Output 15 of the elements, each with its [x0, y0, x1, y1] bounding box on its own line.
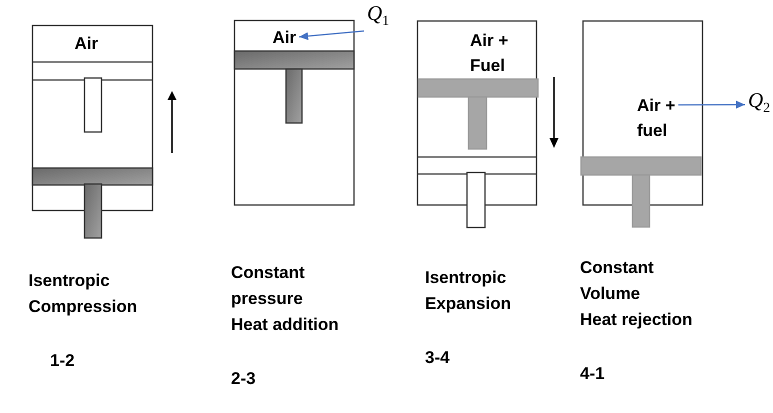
stage-caption: Isentropic Expansion	[425, 266, 511, 314]
stage-caption: Constant Volume Heat rejection	[580, 256, 692, 330]
gas-label: Air	[272, 24, 296, 50]
gas-label: Air + Fuel	[470, 28, 508, 78]
stage-caption: Constant pressure Heat addition	[231, 262, 339, 336]
gas-label: Air	[74, 31, 98, 56]
stage-number: 2-3	[231, 368, 256, 390]
gas-label: Air + fuel	[637, 92, 676, 142]
stage-number: 4-1	[580, 363, 605, 385]
heat-label: Q$_{2}$	[748, 89, 770, 120]
stage-number: 3-4	[425, 347, 450, 369]
stage-caption: Isentropic Compression	[28, 270, 138, 318]
stage-number: 1-2	[50, 350, 75, 372]
heat-arrow	[678, 100, 745, 109]
heat-label: Q$_{1}$	[367, 2, 390, 34]
